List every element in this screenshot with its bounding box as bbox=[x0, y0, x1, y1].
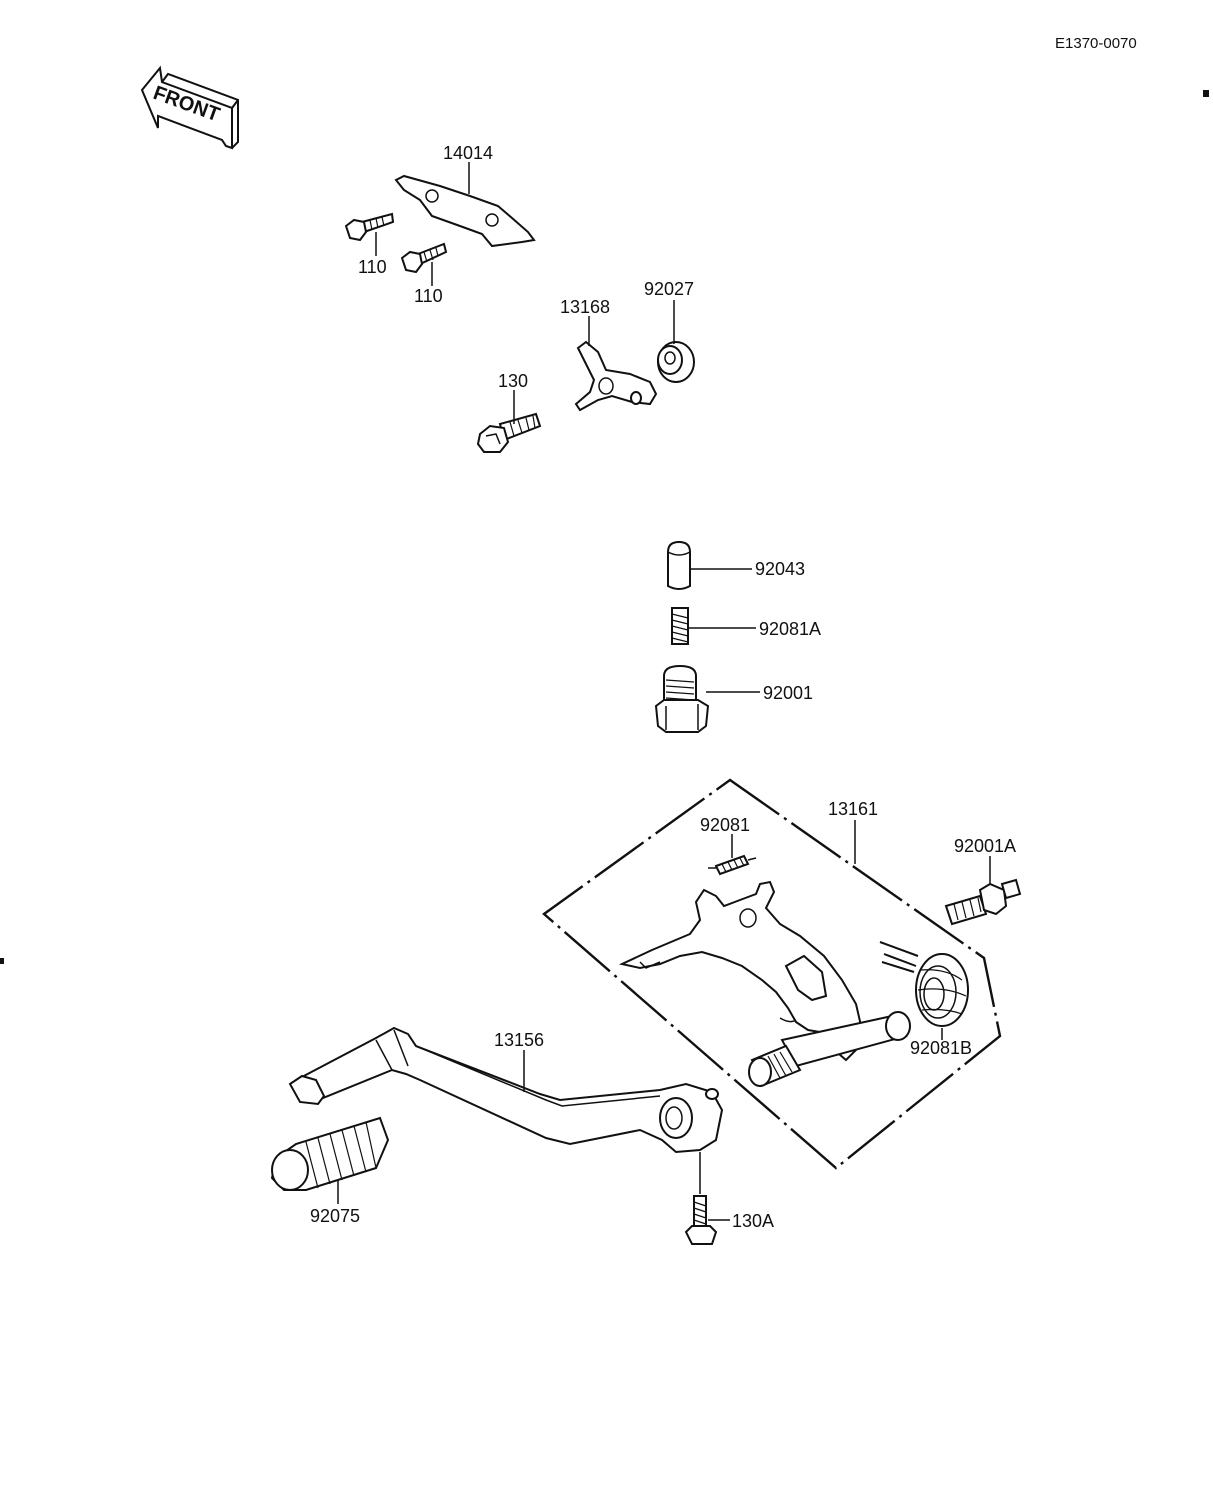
label-110-a: 110 bbox=[358, 257, 387, 277]
bolt-110-a bbox=[344, 212, 395, 242]
bolt-110-b bbox=[400, 242, 448, 274]
plug-92001 bbox=[654, 664, 710, 733]
label-14014: 14014 bbox=[443, 143, 493, 163]
front-arrow-icon: FRONT bbox=[140, 65, 239, 150]
label-130A: 130A bbox=[732, 1211, 774, 1231]
margin-mark bbox=[1203, 90, 1209, 97]
torsion-spring-92081B bbox=[879, 941, 969, 1027]
spring-92081A bbox=[671, 607, 689, 645]
label-92081B: 92081B bbox=[910, 1038, 972, 1058]
label-92001: 92001 bbox=[763, 683, 813, 703]
label-92043: 92043 bbox=[755, 559, 805, 579]
kick-pedal-13156 bbox=[288, 1026, 724, 1154]
stopper-13168 bbox=[574, 340, 658, 412]
label-92081A: 92081A bbox=[759, 619, 821, 639]
label-13168: 13168 bbox=[560, 297, 610, 317]
label-92001A: 92001A bbox=[954, 836, 1016, 856]
label-92027: 92027 bbox=[644, 279, 694, 299]
document-id: E1370-0070 bbox=[1055, 35, 1137, 52]
label-13161: 13161 bbox=[828, 799, 878, 819]
spring-92081 bbox=[708, 854, 757, 876]
shift-shaft-arm-13161 bbox=[618, 880, 911, 1087]
label-130: 130 bbox=[498, 371, 528, 391]
pin-92043 bbox=[667, 540, 691, 590]
pedal-rubber-92075 bbox=[270, 1116, 390, 1191]
label-13156: 13156 bbox=[494, 1030, 544, 1050]
margin-mark bbox=[0, 958, 4, 964]
bolt-92001A bbox=[944, 878, 1022, 926]
assembly-13161-outline bbox=[542, 778, 1002, 1170]
collar-92027 bbox=[657, 341, 695, 383]
bolt-130 bbox=[476, 412, 542, 453]
label-92075: 92075 bbox=[310, 1206, 360, 1226]
plate-14014 bbox=[394, 174, 536, 248]
label-110-b: 110 bbox=[414, 286, 443, 306]
bolt-130A bbox=[684, 1195, 718, 1245]
label-92081: 92081 bbox=[700, 815, 750, 835]
